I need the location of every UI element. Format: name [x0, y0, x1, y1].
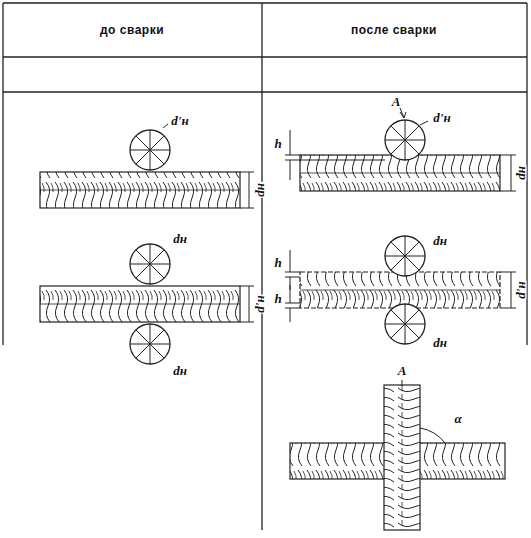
dimension-label: d'н	[253, 294, 266, 313]
dimension-label: dн	[514, 165, 527, 181]
dimension-label: dн	[432, 336, 448, 349]
dimension-label: dн	[432, 234, 448, 247]
dimension-label: A	[391, 95, 402, 108]
dimension-label: dн	[253, 182, 266, 198]
bars	[40, 155, 505, 530]
dimension-label: α	[453, 412, 462, 425]
dimension-label: h	[273, 292, 282, 305]
dimension-label: A	[397, 364, 408, 377]
dimension-label: h	[273, 137, 282, 150]
dimension-label: d'н	[432, 111, 451, 124]
column-header: после сварки	[350, 24, 438, 36]
dimension-label: dн	[172, 364, 188, 377]
dimension-label: dн	[172, 232, 188, 245]
round-bars	[130, 120, 425, 364]
column-header: до сварки	[99, 24, 165, 36]
circle-hatch	[130, 120, 425, 364]
dimension-lines	[163, 108, 516, 443]
dimension-label: d'н	[514, 280, 527, 299]
dimension-label: h	[273, 256, 282, 269]
dimension-label: d'н	[170, 114, 189, 127]
table-grid	[3, 3, 527, 530]
